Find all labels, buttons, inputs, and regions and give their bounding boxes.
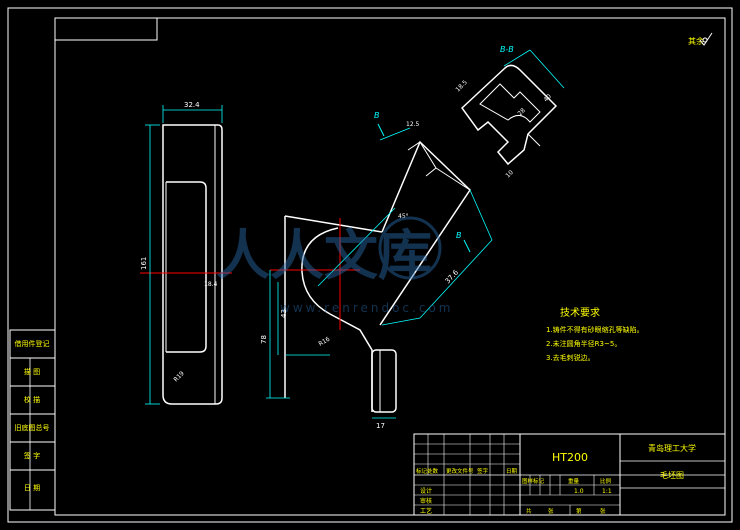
title-block: 标记处数 更改文件号 签字 日期 设计 审核 工艺 HT200 图样标记 重量 … <box>413 433 726 516</box>
section-view-bb: B-B 40 18.5 28 10 <box>454 45 565 179</box>
left-label-1: 借用件登记 <box>15 339 50 348</box>
tb-row-label-4: 日期 <box>506 468 518 475</box>
tb-person-3: 工艺 <box>420 507 432 515</box>
left-label-5: 签 字 <box>24 451 40 460</box>
tb-person-1: 设计 <box>420 487 432 495</box>
tb-row-label-2: 更改文件号 <box>446 467 474 475</box>
left-label-4: 旧底图总号 <box>15 423 50 432</box>
section-mark-bottom: B <box>456 231 462 240</box>
technical-requirements: 技术要求 1.铸件不得有砂眼缩孔等缺陷。 2.未注圆角半径R3~5。 3.去毛刺… <box>546 306 644 362</box>
tb-row-label-1: 标记处数 <box>416 467 439 475</box>
dim-left-radius: R16 <box>318 336 332 348</box>
left-label-3: 校 描 <box>24 395 40 404</box>
dim-left-total: 78 <box>260 335 268 344</box>
main-view: 37.6 12.5 45° 78 43 R16 17 B B <box>260 111 493 430</box>
tb-scale: 1:1 <box>602 488 612 495</box>
tech-req-item-2: 2.未注圆角半径R3~5。 <box>546 339 621 348</box>
tech-req-item-3: 3.去毛刺锐边。 <box>546 353 595 362</box>
dim-front-radius: R19 <box>172 370 185 383</box>
tb-row-label-3: 签字 <box>477 467 489 475</box>
left-label-6: 日 期 <box>24 484 40 492</box>
left-column-table: 借用件登记 描 图 校 描 旧底图总号 签 字 日 期 <box>9 329 56 511</box>
tb-person-2: 审核 <box>420 497 432 505</box>
dim-front-inner: 18.4 <box>204 281 218 288</box>
dim-top-slot: 12.5 <box>406 121 420 128</box>
roughness-symbol: 其余 <box>688 32 713 46</box>
dim-bottom-width: 17 <box>376 422 385 430</box>
tech-req-title: 技术要求 <box>560 306 600 319</box>
watermark: 人人文库 www.renrendoc.com <box>216 216 453 315</box>
tb-weight: 1.0 <box>574 488 584 495</box>
tb-scale-label-3: 比例 <box>600 477 612 485</box>
dim-front-width: 32.4 <box>184 101 200 109</box>
tb-scale-label-2: 重量 <box>568 477 580 485</box>
tb-school: 青岛理工大学 <box>648 443 696 453</box>
roughness-label: 其余 <box>688 36 704 46</box>
tb-sheet-1: 共 <box>526 507 532 515</box>
dim-top-angle: 45° <box>398 213 409 220</box>
tech-req-item-1: 1.铸件不得有砂眼缩孔等缺陷。 <box>546 325 644 334</box>
dim-section-w2: 28 <box>516 107 526 117</box>
tb-scale-label-1: 图样标记 <box>522 477 545 485</box>
section-title: B-B <box>500 45 514 54</box>
tb-sheet-3: 第 <box>576 507 582 515</box>
dim-section-bottom: 10 <box>504 169 514 179</box>
dim-section-w1: 18.5 <box>454 79 469 94</box>
left-label-2: 描 图 <box>24 367 40 376</box>
watermark-text: 人人文库 <box>216 224 432 287</box>
drawing-code-box <box>54 17 158 41</box>
tb-drawing-name: 毛坯图 <box>660 470 684 480</box>
dim-front-height: 161 <box>140 257 148 270</box>
tb-material: HT200 <box>552 451 588 464</box>
tb-sheet-2: 张 <box>548 507 554 515</box>
watermark-url: www.renrendoc.com <box>280 301 453 315</box>
tb-sheet-4: 张 <box>600 507 606 515</box>
dim-left-height: 43 <box>280 309 288 318</box>
dim-section-h: 40 <box>542 93 552 103</box>
section-mark-top: B <box>374 111 380 120</box>
inner-border <box>54 17 726 516</box>
outer-border <box>7 7 733 523</box>
